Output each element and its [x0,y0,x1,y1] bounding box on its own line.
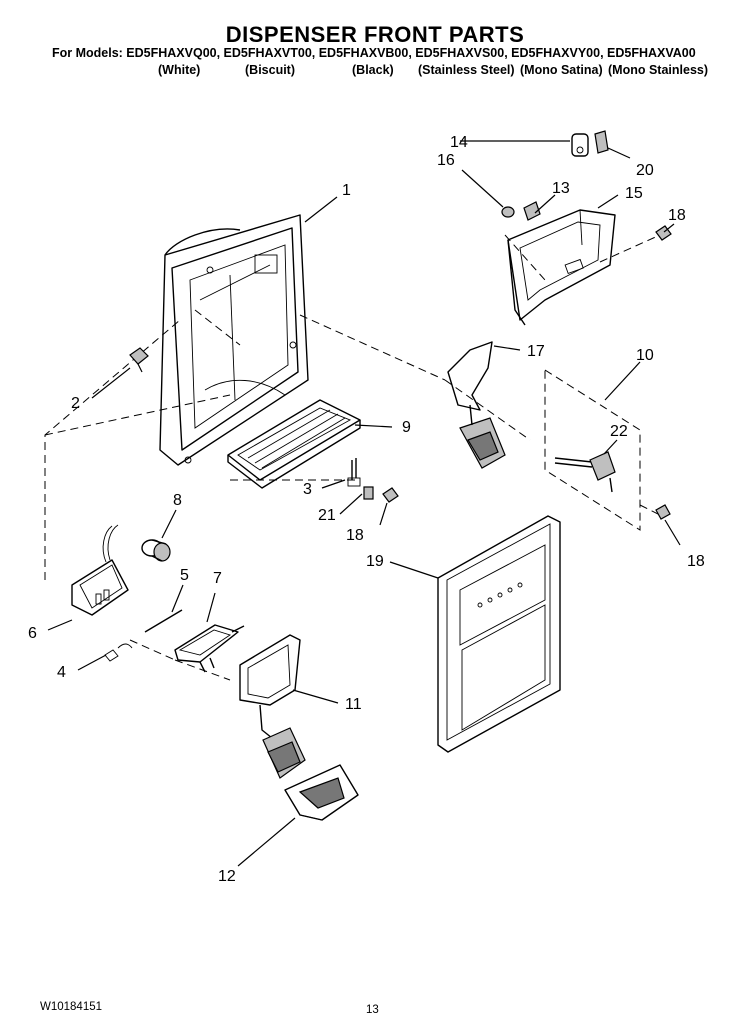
part-20-clip [594,130,609,154]
callout-7: 7 [213,570,222,587]
part-17-water-paddle [447,341,506,469]
callout-1: 1 [342,182,351,199]
part-6-control-module [71,524,129,616]
callout-15: 15 [625,185,643,202]
callout-leaders [47,140,681,867]
callout-3: 3 [303,481,312,498]
callout-2: 2 [71,395,80,412]
variant-mono-stainless: (Mono Stainless) [608,63,709,77]
part-21-bracket [363,486,374,500]
callout-4: 4 [57,664,66,681]
callout-10: 10 [636,347,654,364]
callout-9: 9 [402,419,411,436]
callout-20: 20 [636,162,654,179]
callout-6: 6 [28,625,37,642]
page-number: 13 [366,1004,379,1016]
part-2-screw [129,347,149,373]
callout-22: 22 [610,423,628,440]
variant-stainless-steel: (Stainless Steel) [418,63,515,77]
callout-16: 16 [437,152,455,169]
callout-14: 14 [450,134,468,151]
variant-black: (Black) [352,63,394,77]
part-18-screw-a [382,487,399,503]
part-14-light-cover [571,133,589,157]
variant-mono-satina: (Mono Satina) [520,63,603,77]
callout-18-mid: 18 [346,527,364,544]
part-19-front-panel [437,515,561,753]
callout-19: 19 [366,553,384,570]
part-7-bracket [174,624,245,673]
callout-12: 12 [218,868,236,885]
part-4-clip [104,643,133,662]
part-13-socket [523,201,541,221]
callout-13: 13 [552,180,570,197]
part-11-ice-paddle [239,634,306,779]
callout-21: 21 [318,507,336,524]
callout-5: 5 [180,567,189,584]
part-1-housing [159,214,309,466]
callout-18-right: 18 [687,553,705,570]
callout-17: 17 [527,343,545,360]
part-15-module-housing [507,209,616,326]
callout-8: 8 [173,492,182,509]
variant-biscuit: (Biscuit) [245,63,295,77]
part-5-rod [144,609,183,633]
document-number: W10184151 [40,1001,103,1013]
variant-white: (White) [158,63,201,77]
page-title: DISPENSER FRONT PARTS [225,22,525,47]
part-22-lever [554,451,616,493]
callout-labels: 1 2 3 4 5 6 7 8 9 10 11 12 13 14 15 16 1… [28,134,705,885]
models-line: For Models: ED5FHAXVQ00, ED5FHAXVT00, ED… [52,46,696,60]
callout-11: 11 [345,696,362,713]
part-9-drip-tray [227,399,361,489]
callout-18-top: 18 [668,207,686,224]
part-18-screw-b [655,504,671,520]
part-3-switch-clip [347,458,361,487]
part-12-chute-door [284,764,359,821]
part-8-solenoid [141,539,171,562]
part-16-bulb [501,206,515,218]
assembly-guide-lines [44,234,661,681]
